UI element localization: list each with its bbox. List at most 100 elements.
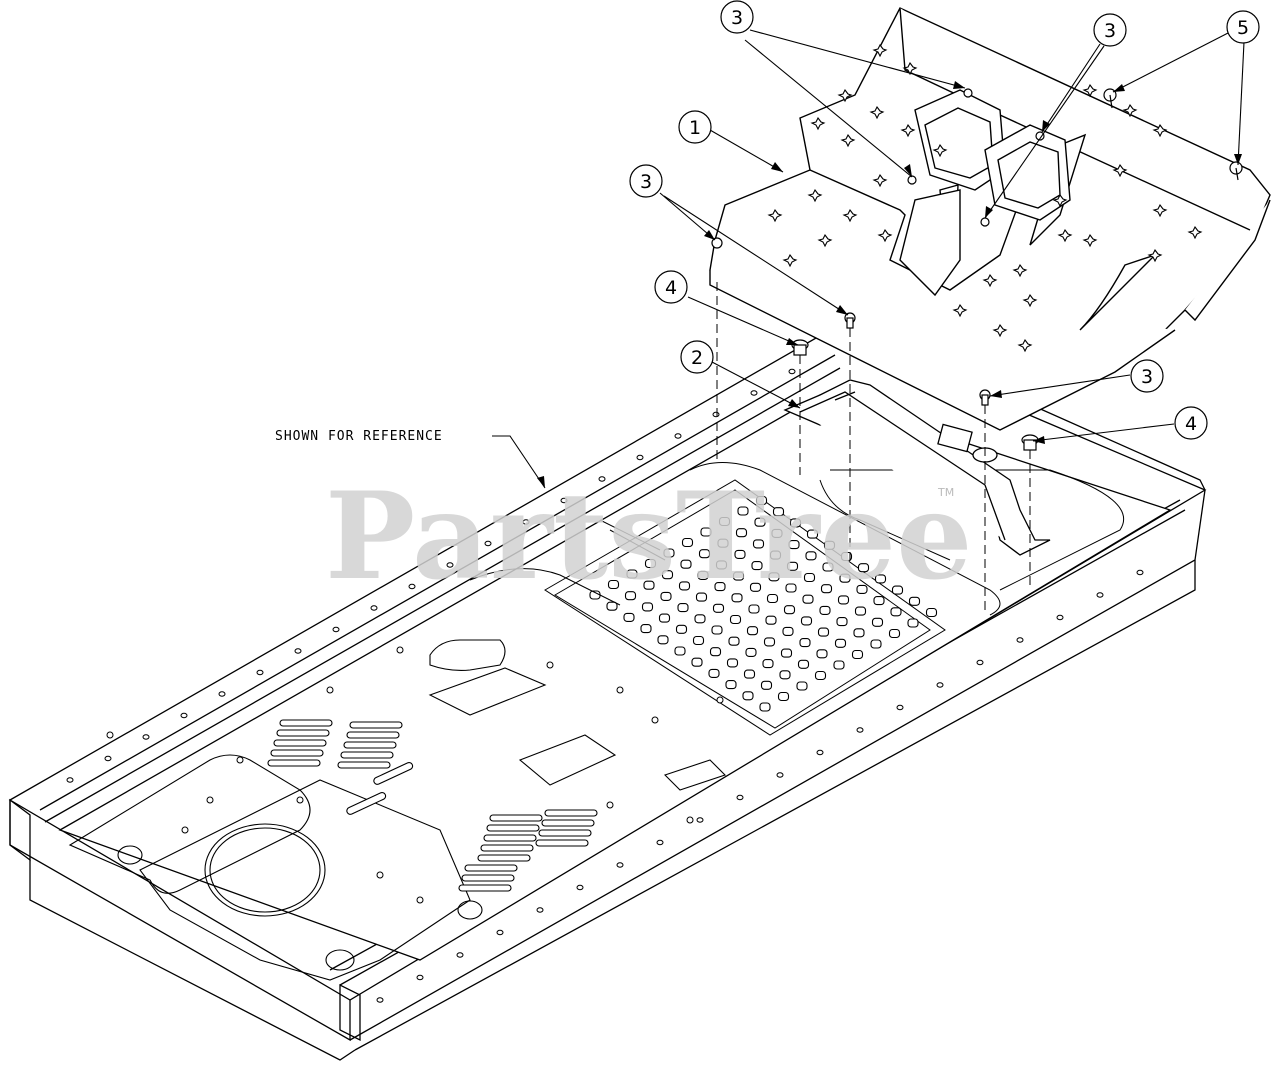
callout-3-top-left: 3 [720, 0, 754, 34]
grid-hole [833, 660, 845, 670]
grid-hole [823, 540, 836, 550]
grid-hole [623, 612, 635, 622]
rail-hole [104, 755, 112, 762]
grid-hole [714, 582, 726, 592]
callout-4-right: 4 [1174, 406, 1208, 440]
floor-hole [546, 661, 554, 669]
grid-hole [925, 607, 938, 618]
vent-slot [480, 844, 534, 852]
grid-hole [708, 668, 720, 678]
callout-label: 4 [1185, 413, 1197, 435]
grid-hole [657, 635, 669, 645]
grid-hole [891, 585, 904, 595]
floor-hole [416, 896, 424, 904]
grid-hole [732, 571, 745, 581]
diamond-hole [807, 188, 823, 203]
grid-hole [759, 702, 771, 712]
rail-hole [816, 749, 824, 756]
grid-hole [853, 628, 865, 638]
front-floor-plate [68, 639, 727, 981]
grid-hole [643, 580, 655, 590]
reference-leader-line [492, 435, 546, 489]
rail-hole [496, 929, 504, 936]
rail-hole [1096, 592, 1104, 598]
floor-vent-slots [267, 719, 598, 892]
diamond-hole [1057, 228, 1073, 243]
grid-hole [746, 626, 759, 636]
callout-label: 1 [689, 117, 701, 139]
grid-hole [765, 615, 777, 625]
grid-hole [771, 528, 783, 538]
grid-hole [726, 658, 739, 668]
floor-hole [236, 756, 244, 764]
diamond-hole [1082, 83, 1098, 98]
rail-hole [180, 712, 188, 719]
callout-circle [629, 164, 663, 198]
grid-hole [718, 516, 731, 527]
grid-hole [814, 670, 827, 681]
diamond-hole [840, 133, 856, 148]
grid-hole [840, 551, 853, 562]
callout-label: 4 [665, 277, 677, 299]
grid-hole [680, 559, 692, 569]
grid-hole [695, 592, 708, 602]
grid-hole [839, 573, 851, 583]
rail-hole [750, 390, 758, 396]
vent-slot [464, 864, 518, 872]
rail-hole [674, 433, 682, 439]
vent-slot [270, 749, 324, 757]
grid-hole [785, 583, 797, 593]
callout-circle [1130, 359, 1164, 393]
vent-slot [373, 762, 414, 785]
floor-hole [616, 686, 624, 694]
reference-note: SHOWN FOR REFERENCE [275, 429, 546, 489]
grid-hole [907, 618, 919, 628]
vent-slot [337, 761, 391, 769]
watermark: PartsTree TM [325, 466, 972, 607]
watermark-text: PartsTree [325, 466, 972, 607]
diamond-hole [1122, 103, 1138, 118]
rail-hole [370, 605, 378, 611]
vent-slot [538, 829, 592, 837]
rail-hole [656, 839, 664, 846]
rail-hole [560, 497, 568, 504]
grid-hole [660, 591, 672, 601]
vent-slot [489, 814, 543, 822]
grid-hole [678, 581, 691, 591]
grid-hole [836, 617, 848, 627]
rear-floor-panel [469, 462, 1125, 616]
reference-note-text: SHOWN FOR REFERENCE [275, 429, 443, 444]
rail-hole [1056, 614, 1064, 621]
grid-hole [661, 570, 674, 580]
diamond-hole [1017, 338, 1033, 353]
vent-slot [346, 731, 400, 739]
grid-hole [734, 549, 746, 559]
rail-hole [696, 817, 704, 823]
vent-slot [343, 741, 397, 749]
diamond-hole [1022, 293, 1038, 308]
rail-hole [712, 411, 720, 418]
grid-hole [857, 563, 870, 573]
grid-hole [658, 613, 671, 623]
diamond-hole [1112, 163, 1128, 178]
vent-slot [461, 874, 515, 882]
grid-hole [890, 607, 902, 617]
grid-hole [817, 627, 830, 637]
floor-hole [376, 871, 384, 879]
grid-hole [803, 572, 816, 583]
rail-hole [456, 952, 464, 958]
grid-hole [870, 639, 882, 649]
floor-hole [326, 686, 334, 694]
floor-hole [686, 816, 694, 824]
diamond-hole [902, 61, 918, 76]
grid-hole [640, 624, 652, 634]
grid-hole [626, 569, 638, 579]
grid-hole [691, 657, 703, 667]
diamond-hole [872, 43, 888, 58]
grid-hole [874, 574, 887, 584]
rail-hole [376, 997, 384, 1003]
grid-hole [908, 596, 921, 606]
floor-grid-holes [589, 495, 938, 712]
callout-circle [720, 0, 754, 34]
rail-hole [416, 974, 424, 981]
